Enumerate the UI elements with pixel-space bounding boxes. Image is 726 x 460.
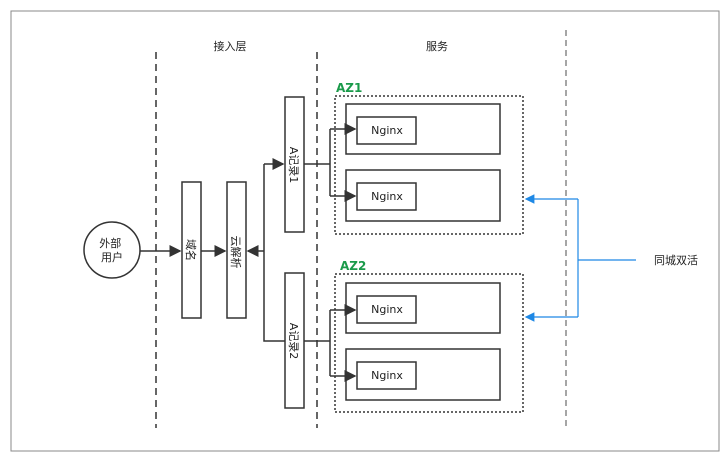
dns-label: 云解析: [229, 236, 243, 269]
az2-nginx-1: [356, 295, 417, 324]
az1-nginx-1-label: Nginx: [371, 124, 403, 137]
az1-label: AZ1: [336, 81, 362, 95]
az2-label: AZ2: [340, 259, 366, 273]
external-user-node: [83, 221, 141, 279]
az2-nginx-2-label: Nginx: [371, 369, 403, 382]
header-access-layer: 接入层: [214, 40, 247, 53]
az1-nginx-2: [356, 182, 417, 211]
az2-nginx-2: [356, 361, 417, 390]
external-user-label: 外部 用户: [99, 236, 125, 264]
domain-box: [181, 181, 202, 319]
a-record-1-label: A记录1: [287, 147, 300, 184]
active-active-label: 同城双活: [654, 254, 698, 267]
domain-label: 域名: [184, 239, 198, 261]
az2-zone: [334, 273, 524, 413]
header-service: 服务: [426, 40, 448, 53]
outer-frame: [10, 10, 720, 452]
az1-nginx-2-label: Nginx: [371, 190, 403, 203]
az2-nginx-1-label: Nginx: [371, 303, 403, 316]
az1-zone: [334, 95, 524, 235]
az1-nginx-1: [356, 116, 417, 145]
dns-box: [226, 181, 247, 319]
a-record-2-label: A记录2: [287, 323, 300, 360]
arrow-dns-a-records: [263, 164, 285, 342]
